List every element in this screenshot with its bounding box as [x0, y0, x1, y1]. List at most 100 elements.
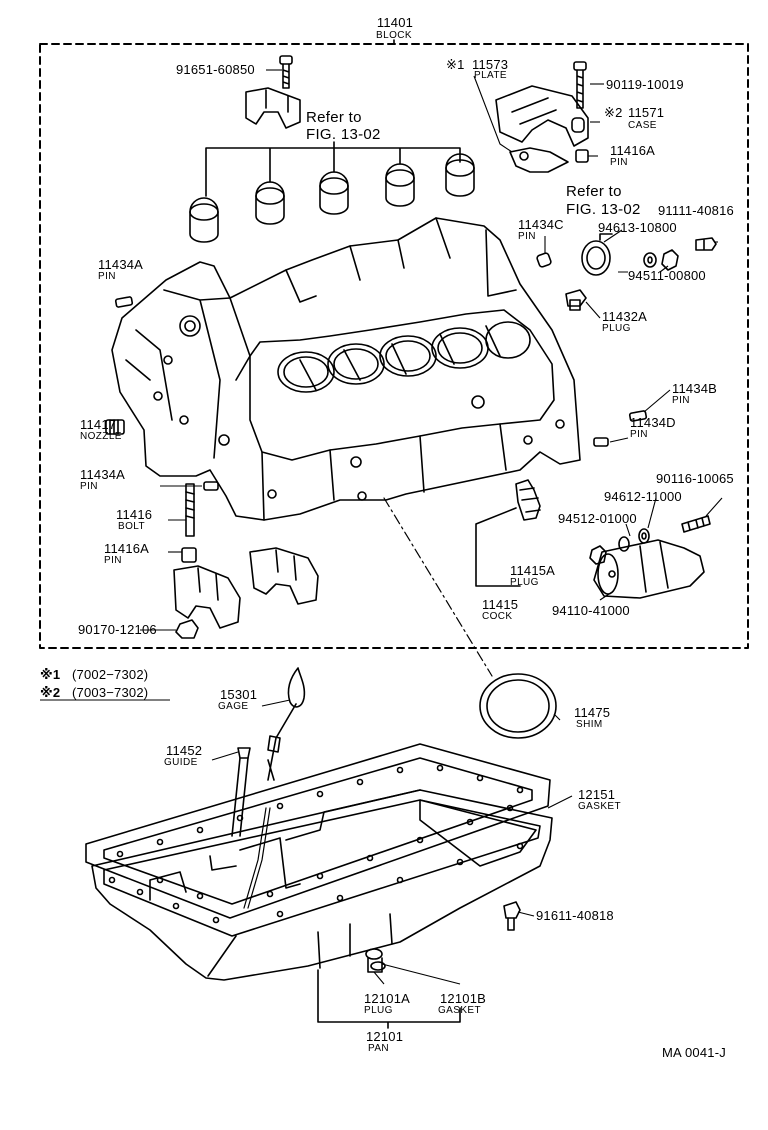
refer-to-2-line2: FIG. 13-02 — [566, 201, 641, 218]
label-11415: 11415 — [482, 597, 519, 612]
label-12151: 12151 — [578, 787, 616, 802]
plate-11573 — [509, 147, 569, 173]
label-11416A-top-name: PIN — [610, 157, 628, 168]
note-2-range: (7003−7302) — [72, 685, 149, 700]
label-11434C-name: PIN — [518, 231, 536, 242]
pin-11434A-top — [114, 296, 134, 308]
oil-pan-12101 — [91, 789, 553, 981]
bearing-cap-bottom-center — [249, 547, 319, 605]
label-91111-40816: 91111-40816 — [658, 203, 734, 218]
block-bolt-holes — [153, 315, 565, 501]
label-90170-12106: 90170-12106 — [78, 622, 157, 637]
pin-11434C — [536, 252, 552, 268]
label-12151-name: GASKET — [578, 801, 621, 812]
label-11475-name: SHIM — [576, 719, 603, 730]
label-11434A-top-name: PIN — [98, 271, 116, 282]
leader-lines — [40, 69, 723, 985]
label-11434A-mid-name: PIN — [80, 481, 98, 492]
label-11434A-top: 11434A — [98, 257, 144, 272]
bearing-shells — [189, 153, 475, 243]
label-90119-10019: 90119-10019 — [606, 77, 684, 92]
shim-locator-line — [383, 497, 493, 677]
label-90116-10065: 90116-10065 — [656, 471, 734, 486]
label-11417: 11417 — [80, 417, 117, 432]
label-94613-10800: 94613-10800 — [598, 220, 677, 235]
label-12101B-name: GASKET — [438, 1005, 481, 1016]
nozzle-11417 — [105, 419, 125, 435]
label-12101B: 12101B — [440, 991, 487, 1006]
pin-11434B — [628, 410, 648, 422]
label-11434C: 11434C — [518, 217, 564, 232]
label-11434A-mid: 11434A — [80, 467, 126, 482]
label-11475: 11475 — [574, 705, 611, 720]
label-11452: 11452 — [166, 743, 203, 758]
oil-pan-gasket-12151 — [85, 743, 551, 919]
refer-bracket-seal — [599, 233, 613, 241]
washer-94511-00800 — [643, 252, 657, 268]
label-11415-name: COCK — [482, 611, 513, 622]
pin-11416A-top — [575, 149, 589, 163]
label-11573-name: PLATE — [474, 70, 507, 81]
label-94612-11000: 94612-11000 — [604, 489, 682, 504]
plug-11432A — [565, 289, 587, 311]
label-11415A: 11415A — [510, 563, 556, 578]
bolt-90119-10019 — [573, 61, 587, 109]
label-11416A-low: 11416A — [104, 541, 150, 556]
pin-11434D — [593, 437, 609, 447]
guide-tube-11452 — [231, 747, 251, 837]
nut-90170-12106 — [175, 619, 199, 639]
bearing-cap-top-left — [245, 87, 301, 129]
label-11416-name: BOLT — [118, 521, 145, 532]
label-11434D-name: PIN — [630, 429, 648, 440]
washer-94612-11000 — [638, 528, 650, 544]
label-12101: 12101 — [366, 1029, 404, 1044]
pin-11434A-mid — [203, 481, 219, 491]
label-12101A-name: PLUG — [364, 1005, 393, 1016]
label-11416: 11416 — [116, 507, 153, 522]
label-12101-name: PAN — [368, 1043, 390, 1054]
block-assembly-border — [39, 43, 749, 649]
label-11432A: 11432A — [602, 309, 648, 324]
bearing-cap-bottom-left — [173, 565, 241, 629]
label-11434B: 11434B — [672, 381, 718, 396]
note-2-mark: ※2 — [40, 685, 61, 700]
cock-bracket — [475, 507, 521, 587]
label-11573: 11573 — [472, 57, 509, 72]
bolt-91611-40818 — [503, 901, 521, 931]
bearing-cap-top-right — [495, 85, 589, 147]
label-12101A: 12101A — [364, 991, 411, 1006]
pan-bracket — [317, 969, 461, 1029]
seal-94613-10800 — [581, 240, 611, 276]
cylinder-bores — [277, 321, 531, 393]
refer-to-1-line1: Refer to — [306, 109, 362, 126]
label-11415A-name: PLUG — [510, 577, 539, 588]
stud-90116-10065 — [681, 515, 711, 533]
label-94511-00800: 94511-00800 — [628, 268, 706, 283]
label-11434B-name: PIN — [672, 395, 690, 406]
nut-94512 — [589, 545, 607, 565]
block-part-number: 11401 — [376, 15, 414, 30]
label-11434D: 11434D — [630, 415, 676, 430]
washer-94512-01000 — [618, 536, 630, 552]
nut-94511 — [661, 249, 679, 271]
note-1-range: (7002−7302) — [72, 667, 149, 682]
drain-valve-94110-41000 — [593, 539, 705, 599]
label-91651-60850: 91651-60850 — [176, 62, 255, 77]
label-11452-name: GUIDE — [164, 757, 198, 768]
note-1-mark: ※1 — [40, 667, 61, 682]
label-15301-name: GAGE — [218, 701, 249, 712]
label-15301: 15301 — [220, 687, 258, 702]
label-11571-name: CASE — [628, 120, 657, 131]
drain-plug-12101A — [365, 948, 386, 973]
label-91611-40818: 91611-40818 — [536, 908, 614, 923]
bolt-11416 — [185, 483, 195, 537]
diagram-reference-code: MA 0041-J — [662, 1045, 726, 1060]
refer-to-2-line1: Refer to — [566, 183, 622, 200]
label-94512-01000: 94512-01000 — [558, 511, 637, 526]
refer-to-1-line2: FIG. 13-02 — [306, 126, 381, 143]
bolt-91111-40816 — [695, 237, 717, 251]
cylinder-block-outline — [111, 217, 581, 521]
label-11432A-name: PLUG — [602, 323, 631, 334]
label-11571: 11571 — [628, 105, 665, 120]
